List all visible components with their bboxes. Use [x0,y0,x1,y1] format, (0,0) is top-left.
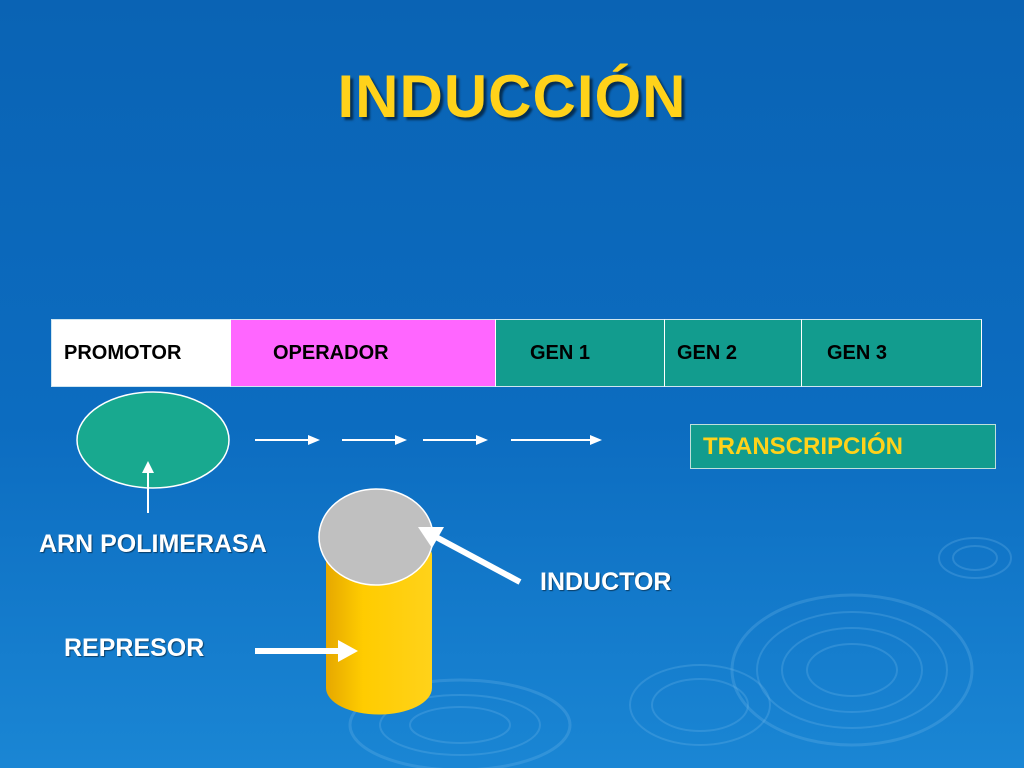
slide-title: INDUCCIÓN [337,63,687,130]
polymerase-ellipse [76,391,230,489]
transcription-arrow [511,435,602,445]
inducer-disc [318,488,434,586]
transcripcion-box: TRANSCRIPCIÓN [690,424,996,469]
transcription-arrow [255,435,320,445]
segment-operador: OPERADOR [231,319,496,387]
segment-promotor: PROMOTOR [51,319,231,387]
polymerase-arrow [142,461,154,513]
label-inductor: INDUCTOR [540,568,672,596]
segment-gen-2: GEN 2 [665,319,802,387]
segment-gen-3: GEN 3 [802,319,982,387]
gene-bar: PROMOTOR OPERADOR GEN 1 GEN 2 GEN 3 [51,319,982,387]
transcription-arrow [342,435,407,445]
inducer-arrow [418,527,522,585]
label-arn-polimerasa: ARN POLIMERASA [39,530,267,558]
repressor-arrow [255,640,358,662]
transcription-arrow [423,435,488,445]
label-represor: REPRESOR [64,634,205,662]
segment-gen-1: GEN 1 [496,319,665,387]
